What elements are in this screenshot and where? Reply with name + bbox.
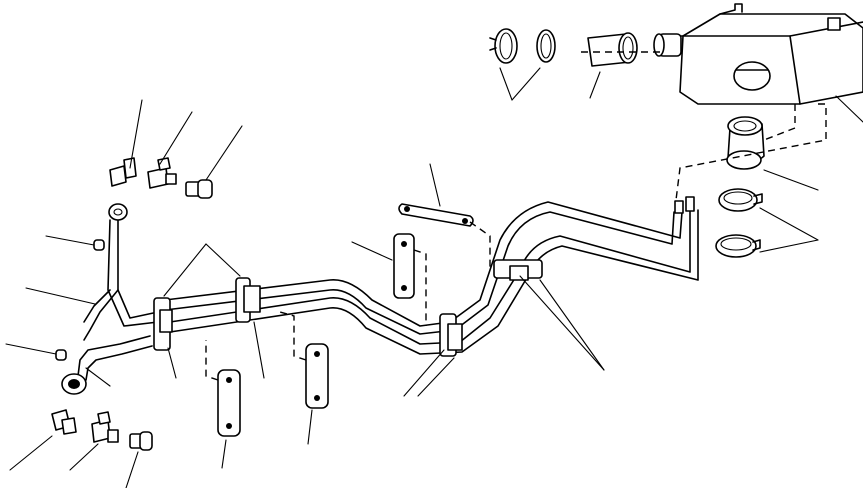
tube-clamp-block [153, 297, 173, 351]
hose-clamp-2 [536, 29, 556, 63]
bracket-top [398, 203, 474, 227]
assembly-line [469, 221, 491, 270]
tube-clamp-block [493, 259, 543, 281]
leader-lines [5, 67, 863, 488]
nut-2 [55, 349, 67, 361]
assembly-line [675, 103, 827, 201]
nut-1 [93, 239, 105, 251]
hose-clamp-1 [489, 28, 518, 64]
connector-lower [129, 431, 153, 451]
banjo-fitting-lower [61, 373, 87, 395]
tube-clamp-block [439, 313, 463, 357]
banjo-fitting-upper [108, 203, 128, 221]
elbow-fitting-upper [109, 157, 137, 187]
tube-assembly [77, 196, 699, 381]
elbow-fitting-lower [51, 409, 77, 435]
tube-clamp-block [235, 277, 261, 323]
assembly-line [205, 340, 219, 381]
assembly-line [279, 311, 307, 361]
tee-fitting-lower [91, 411, 119, 443]
assembly-line [413, 249, 427, 326]
tee-fitting-upper [147, 157, 177, 189]
air-cleaner-housing [679, 3, 863, 105]
hose-clamp-4 [715, 234, 761, 258]
bracket-lower-2 [305, 343, 329, 409]
hose-clamp-3 [718, 188, 763, 212]
air-cleaner-outlet-nozzle [653, 33, 682, 57]
elbow-hose [726, 116, 765, 170]
rubber-hose [587, 32, 638, 67]
bracket-mid [393, 233, 415, 299]
connector-upper [185, 179, 213, 199]
assembly-line [763, 104, 796, 141]
bracket-lower-1 [217, 369, 241, 437]
